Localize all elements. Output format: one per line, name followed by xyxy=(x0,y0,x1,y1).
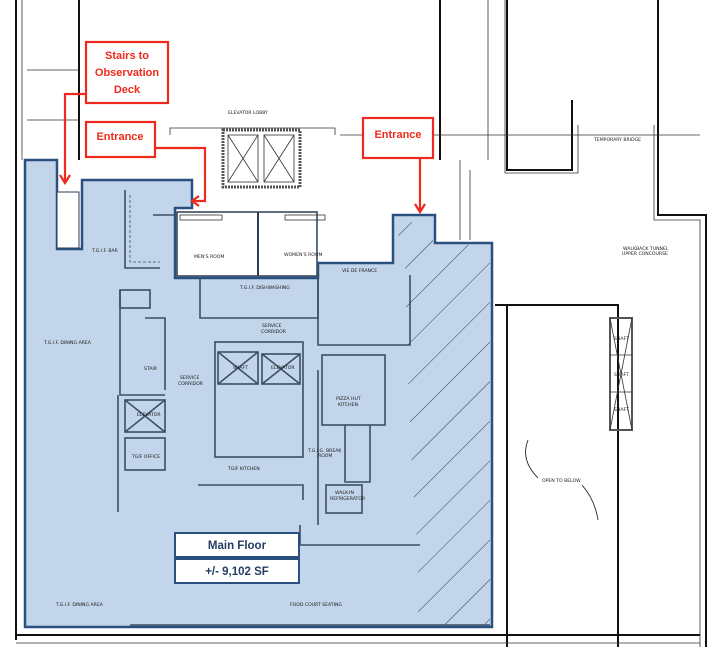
label-shaft-right-1: SHAFT xyxy=(614,336,629,342)
interior-walls xyxy=(117,190,490,626)
label-tgif-dining-area-bottom: T.G.I.F. DINING AREA xyxy=(55,602,104,608)
main-floor-summary: Main Floor +/- 9,102 SF xyxy=(174,532,300,584)
label-walk-in-2: REFRIGERATOR xyxy=(330,496,366,502)
summary-title: Main Floor xyxy=(208,540,267,552)
label-elevator-center: ELEVATOR xyxy=(271,365,295,371)
label-elevator-left: ELEVATOR xyxy=(137,412,161,418)
label-tgig-break-room-2: ROOM xyxy=(318,453,332,459)
label-pizza-hut-kitchen-1: PIZZA HUT xyxy=(336,396,361,402)
restrooms xyxy=(176,211,326,277)
label-shaft: SHAFT xyxy=(233,365,248,371)
label-tgig-break-room-1: T.G.I.G. BREAK xyxy=(307,448,342,454)
callout-entrance-left-label: Entrance xyxy=(96,131,143,143)
open-to-below-arrow xyxy=(525,439,539,479)
label-service-corridor-left-2: CORRIDOR xyxy=(178,381,204,387)
callout-stairs: Stairs to Observation Deck xyxy=(59,40,170,186)
label-elevator-lobby: ELEVATOR LOBBY xyxy=(228,110,268,116)
label-vie-de-france: VIE DE FRANCE xyxy=(342,268,377,274)
room-labels: ELEVATOR LOBBY TEMPORARY BRIDGE T.G.I.F.… xyxy=(43,110,669,608)
callout-entrance-right: Entrance xyxy=(361,116,435,215)
arrow-head-icon xyxy=(414,203,426,215)
building-outline xyxy=(15,0,707,647)
elevator-lobby-elevators xyxy=(221,128,302,189)
label-shaft-right-3: SHAFT xyxy=(614,407,629,413)
callout-entrance-right-label: Entrance xyxy=(374,129,421,141)
label-shaft-right-2: SHAFT xyxy=(614,372,629,378)
label-pizza-hut-kitchen-2: KITCHEN xyxy=(338,402,358,408)
label-tgif-dishwashing: T.G.I.F. DISHWASHING xyxy=(239,285,290,291)
label-tgif-bar: T.G.I.F. BAR xyxy=(91,248,119,254)
label-walkback-tunnel-2: UPPER CONCOURSE xyxy=(622,251,668,257)
arrow-head-icon xyxy=(190,195,200,207)
shaft-stack-right xyxy=(609,317,633,431)
label-stair: STAIR xyxy=(144,366,158,372)
hatched-area xyxy=(396,218,490,625)
label-tgif-dining-area-top: T.G.I.F. DINING AREA xyxy=(43,340,92,346)
label-tgif-kitchen: TGIF KITCHEN xyxy=(227,466,260,472)
summary-area: +/- 9,102 SF xyxy=(205,566,269,578)
stair-shaft-white xyxy=(56,191,80,249)
callout-stairs-line2: Observation xyxy=(95,67,159,79)
label-temporary-bridge: TEMPORARY BRIDGE xyxy=(593,137,641,143)
callout-stairs-line3: Deck xyxy=(114,84,141,96)
label-service-corridor-top-1: SERVICE xyxy=(262,323,281,329)
callout-stairs-line1: Stairs to xyxy=(105,50,149,62)
label-service-corridor-left-1: SERVICE xyxy=(180,375,199,381)
label-open-to-below: OPEN TO BELOW xyxy=(542,478,581,484)
label-service-corridor-top-2: CORRIDOR xyxy=(261,329,287,335)
arrow-head-icon xyxy=(59,174,71,186)
label-mens-room: MEN'S ROOM xyxy=(194,254,224,260)
label-food-court-seating: FOOD COURT SEATING xyxy=(290,602,342,608)
label-tgif-office: TGIF OFFICE xyxy=(131,454,160,460)
label-walkback-tunnel-1: WALKBACK TUNNEL xyxy=(623,246,669,252)
open-to-below-arrow-2 xyxy=(581,484,599,521)
label-womens-room: WOMEN'S ROOM xyxy=(284,252,323,258)
callout-entrance-left: Entrance xyxy=(84,120,207,207)
label-walk-in-1: WALK-IN xyxy=(335,490,354,496)
